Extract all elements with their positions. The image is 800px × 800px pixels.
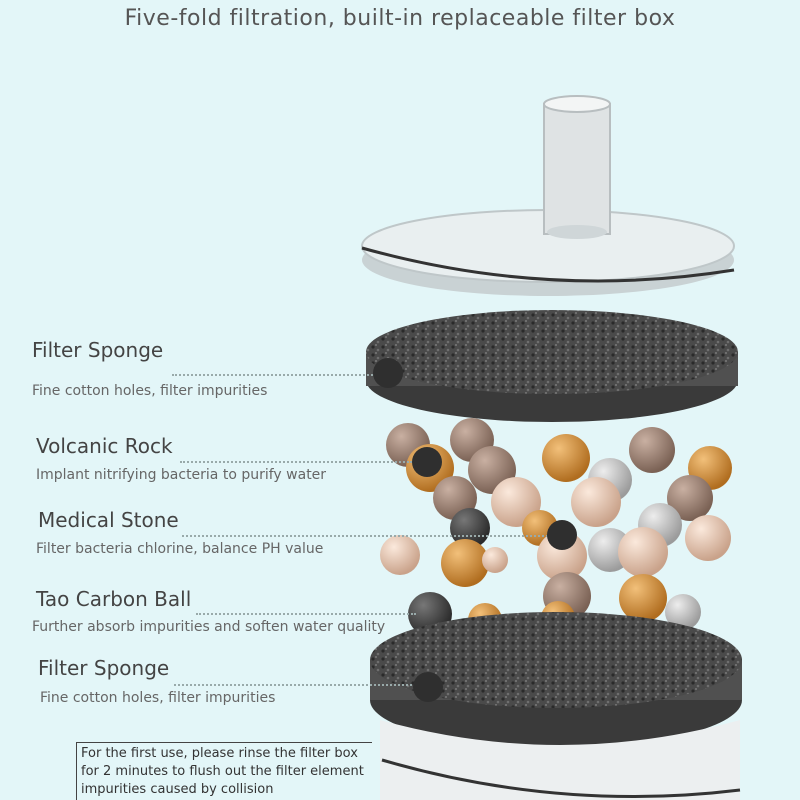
note-line-1: For the first use, please rinse the filt… — [81, 746, 358, 761]
layer-desc-filter-sponge-top: Fine cotton holes, filter impurities — [32, 383, 268, 399]
marker-dot — [547, 520, 577, 550]
layer-title-tao-carbon-ball: Tao Carbon Ball — [36, 587, 192, 611]
note-line-2: for 2 minutes to flush out the filter el… — [81, 764, 364, 779]
leader-line — [174, 684, 416, 686]
leader-line — [196, 613, 416, 615]
layer-title-filter-sponge-bottom: Filter Sponge — [38, 656, 170, 680]
note-line-3: impurities caused by collision — [81, 782, 274, 797]
top-cap — [361, 95, 735, 296]
layer-desc-filter-sponge-bottom: Fine cotton holes, filter impurities — [40, 690, 276, 706]
leader-line — [182, 535, 548, 537]
marker-dot — [413, 672, 443, 702]
marker-dot — [373, 358, 403, 388]
leader-line — [180, 461, 412, 463]
page-title: Five-fold filtration, built-in replaceab… — [124, 6, 676, 31]
bottom-container — [380, 720, 741, 800]
layer-title-medical-stone: Medical Stone — [38, 508, 179, 532]
layer-desc-tao-carbon-ball: Further absorb impurities and soften wat… — [32, 619, 386, 635]
layer-title-volcanic-rock: Volcanic Rock — [36, 434, 173, 458]
rinse-note: For the first use, please rinse the filt… — [76, 742, 372, 800]
top-filter-sponge — [366, 310, 738, 422]
leader-line — [172, 374, 384, 376]
marker-dot — [412, 447, 442, 477]
layer-desc-volcanic-rock: Implant nitrifying bacteria to purify wa… — [36, 467, 327, 483]
layer-title-filter-sponge-top: Filter Sponge — [32, 338, 164, 362]
layer-desc-medical-stone: Filter bacteria chlorine, balance PH val… — [36, 541, 324, 557]
